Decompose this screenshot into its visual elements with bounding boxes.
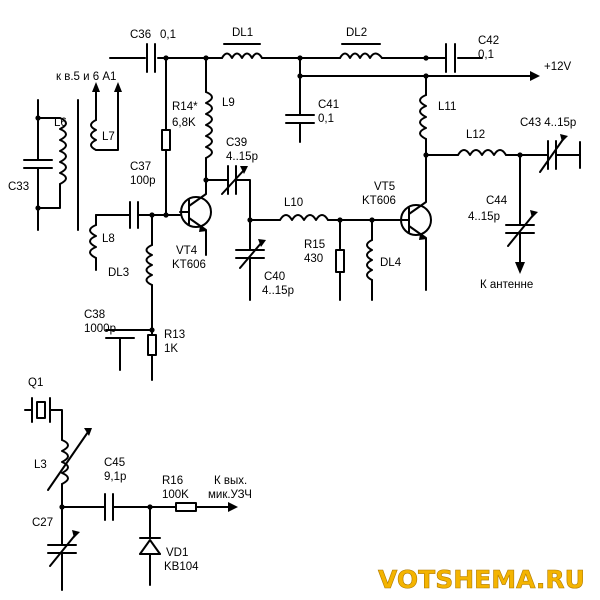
junction-dots <box>35 55 523 510</box>
value-c39: 4..15p <box>226 151 258 163</box>
inductor-l9 <box>205 57 213 181</box>
type-vd1: KB104 <box>164 561 199 573</box>
value-r15: 430 <box>304 253 323 265</box>
value-c40: 4..15p <box>262 285 294 297</box>
value-c36: 0,1 <box>160 29 176 41</box>
label-r14: R14* <box>172 101 198 113</box>
capacitor-c44 <box>505 154 538 274</box>
value-c37: 100p <box>130 175 156 187</box>
label-c43: C43 4..15p <box>520 117 576 129</box>
label-l8: L8 <box>102 233 115 245</box>
label-dl2: DL2 <box>346 27 367 39</box>
inductor-l11 <box>419 75 427 156</box>
capacitor-c45 <box>104 493 114 521</box>
label-dl1: DL1 <box>232 27 253 39</box>
label-c40: C40 <box>264 271 285 283</box>
plus12-arrow <box>519 71 540 81</box>
value-c45: 9,1p <box>104 471 126 483</box>
resistor-r16 <box>175 502 197 512</box>
label-dl4: DL4 <box>380 257 402 269</box>
label-to-a1: к в.5 и 6 А1 <box>56 71 116 83</box>
value-c44: 4..15p <box>468 211 500 223</box>
inductor-dl4 <box>366 219 373 301</box>
value-c38: 1000p <box>84 323 116 335</box>
capacitor-c41 <box>285 57 315 143</box>
label-q1: Q1 <box>28 377 43 389</box>
label-c39: C39 <box>226 137 247 149</box>
label-c36: C36 <box>130 29 151 41</box>
label-vt5: VT5 <box>374 181 395 193</box>
inductor-l8 <box>89 214 97 271</box>
label-out-line1: К вых. <box>214 475 247 487</box>
capacitor-c38 <box>105 329 153 371</box>
inductor-l10 <box>249 214 401 221</box>
resistor-r15 <box>335 219 345 301</box>
label-vd1: VD1 <box>166 547 188 559</box>
capacitor-c27 <box>47 506 80 591</box>
capacitor-c37 <box>95 201 181 229</box>
value-r13: 1K <box>164 343 178 355</box>
label-l3: L3 <box>34 459 47 471</box>
resistor-r14 <box>161 129 171 151</box>
label-r16: R16 <box>162 475 183 487</box>
label-out-line2: мик.УЗЧ <box>208 489 252 501</box>
top-bus-wire <box>109 57 521 77</box>
value-c41: 0,1 <box>318 113 334 125</box>
inductor-l3 <box>47 424 92 508</box>
label-vt4: VT4 <box>176 245 198 257</box>
label-l11: L11 <box>438 101 456 113</box>
inductor-l7 <box>90 82 122 151</box>
inductor-l12 <box>425 149 549 156</box>
label-to-antenna: К антенне <box>480 279 533 291</box>
output-wire <box>61 502 238 512</box>
type-vt5: KT606 <box>362 195 396 207</box>
label-l7: L7 <box>102 131 115 143</box>
capacitor-c36 <box>146 43 156 73</box>
label-c38: C38 <box>84 309 105 321</box>
value-c42: 0,1 <box>478 49 494 61</box>
label-l10: L10 <box>284 197 303 209</box>
value-r14: 6,8K <box>172 117 196 129</box>
resistor-r13 <box>147 329 157 381</box>
label-c33: C33 <box>8 181 29 193</box>
crystal-q1 <box>24 397 63 426</box>
label-dl3: DL3 <box>108 267 129 279</box>
label-r13: R13 <box>164 329 185 341</box>
capacitor-c43 <box>539 134 581 173</box>
label-c27: C27 <box>32 517 53 529</box>
label-l9: L9 <box>222 97 235 109</box>
capacitor-c39 <box>205 165 259 221</box>
label-r15: R15 <box>304 239 325 251</box>
capacitor-c40 <box>235 219 266 301</box>
label-l6: L6 <box>54 117 67 129</box>
transistor-vt4 <box>179 179 212 256</box>
label-c45: C45 <box>104 457 125 469</box>
inductor-dl3 <box>145 214 153 331</box>
capacitor-c42 <box>445 43 456 73</box>
label-c41: C41 <box>318 99 339 111</box>
type-vt4: KT606 <box>172 259 206 271</box>
label-c44: C44 <box>486 195 508 207</box>
inductor-dl1 <box>221 43 263 59</box>
label-c42: C42 <box>478 35 499 47</box>
inductor-dl2 <box>339 43 383 59</box>
varicap-vd1 <box>139 506 161 586</box>
label-l12: L12 <box>466 129 485 141</box>
label-c37: C37 <box>130 161 151 173</box>
label-plus12v: +12V <box>544 61 572 73</box>
inductor-l6 <box>23 99 79 231</box>
value-r16: 100K <box>162 489 189 501</box>
transistor-vt5 <box>399 154 432 291</box>
watermark-logo: VOTSHEMA.RU <box>378 565 585 594</box>
